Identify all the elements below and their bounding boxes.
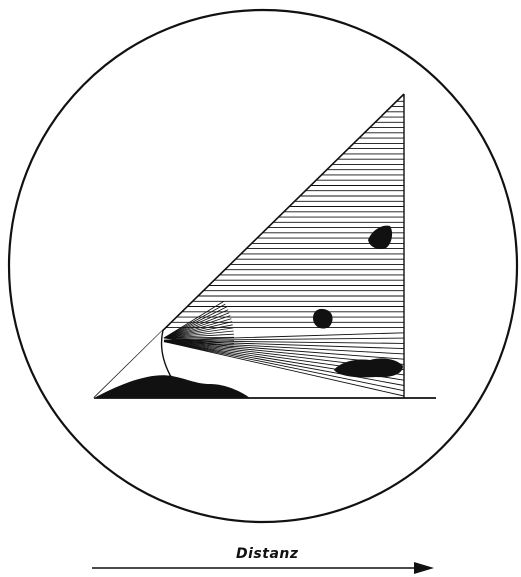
- distance-axis-label: Distanz: [236, 546, 299, 562]
- hatch-line: [164, 341, 404, 359]
- hatch-line: [164, 313, 229, 338]
- hatched-wedge: [164, 96, 404, 396]
- distance-arrow-head: [414, 562, 434, 574]
- hatch-line: [164, 310, 228, 338]
- blob-upper-right: [368, 226, 392, 249]
- blob-middle: [313, 309, 333, 329]
- blob-lower-right: [334, 358, 403, 377]
- view-circle: [9, 10, 517, 522]
